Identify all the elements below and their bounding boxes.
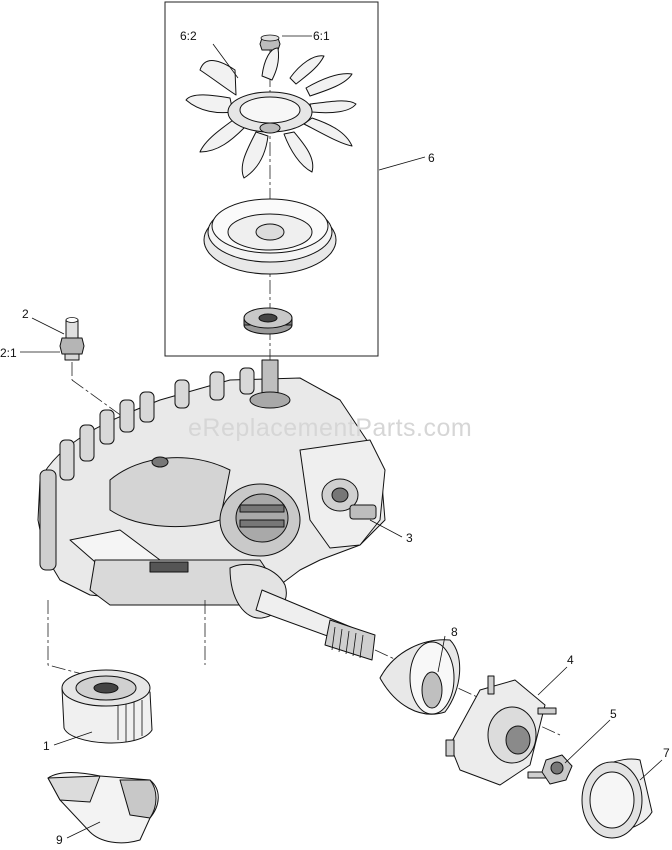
cap-part-7[interactable]	[581, 758, 653, 839]
callout-2: 2	[22, 307, 29, 321]
oil-filter-part-1[interactable]	[61, 669, 153, 744]
callout-3: 3	[406, 531, 413, 545]
callout-6-1: 6:1	[313, 29, 330, 43]
pulley-hub[interactable]	[243, 307, 293, 335]
callout-5: 5	[610, 707, 617, 721]
watermark-text: eReplacementParts.com	[188, 414, 472, 442]
filter-axis	[47, 600, 106, 681]
callout-7: 7	[663, 746, 670, 760]
fan-part-6-2[interactable]	[185, 47, 357, 179]
callout-4: 4	[567, 653, 574, 667]
callout-6-2: 6:2	[180, 29, 197, 43]
pulley[interactable]	[203, 198, 337, 275]
callout-1: 1	[43, 739, 50, 753]
axle-splines	[331, 626, 364, 659]
fan-pulley-kit-box	[164, 1, 379, 357]
leader-lines	[20, 35, 663, 839]
callout-2-1: 2:1	[0, 346, 17, 360]
transaxle-assembly-part-3[interactable]	[37, 359, 386, 661]
flange-part-8[interactable]	[379, 639, 461, 715]
callout-8: 8	[451, 625, 458, 639]
wheel-hub-part-4[interactable]	[445, 675, 557, 786]
fitting-to-transaxle-axis	[71, 379, 156, 441]
lug-nut-part-5[interactable]	[541, 754, 573, 785]
housing-fins	[39, 367, 255, 571]
callout-6: 6	[428, 151, 435, 165]
fitting-part-2[interactable]	[59, 317, 85, 361]
callout-9: 9	[56, 833, 63, 847]
deflector-part-9[interactable]	[47, 772, 159, 844]
